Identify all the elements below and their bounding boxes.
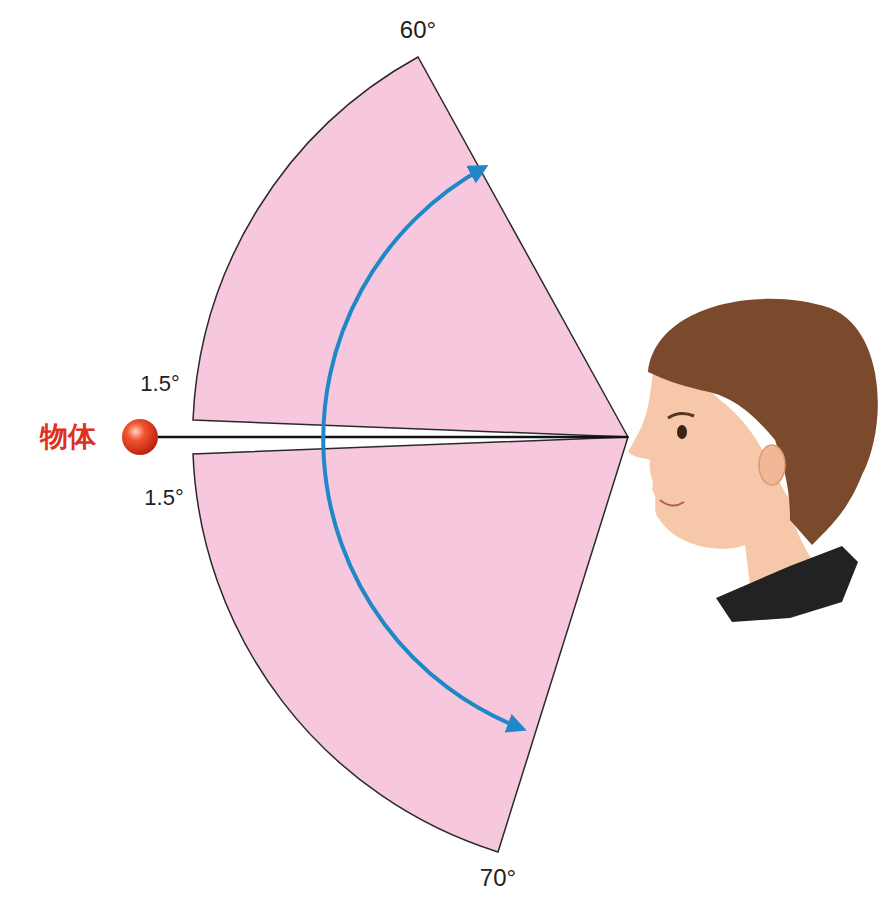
object-ball (122, 419, 158, 455)
eyebrow (668, 413, 694, 418)
eye (677, 425, 687, 439)
line-of-sight (158, 436, 628, 439)
upper-sector (193, 57, 628, 437)
range-arrow (323, 167, 523, 729)
hair (648, 299, 878, 545)
collar (716, 546, 858, 622)
ear (759, 445, 785, 485)
mouth (660, 500, 684, 506)
angle-label: 1.5° (144, 486, 183, 510)
lower-sector (193, 437, 628, 852)
object-label: 物体 (40, 422, 96, 453)
angle-label: 1.5° (140, 372, 179, 396)
angle-label: 60° (400, 17, 436, 43)
viewer-head (628, 299, 878, 622)
angle-label: 70° (480, 865, 516, 891)
